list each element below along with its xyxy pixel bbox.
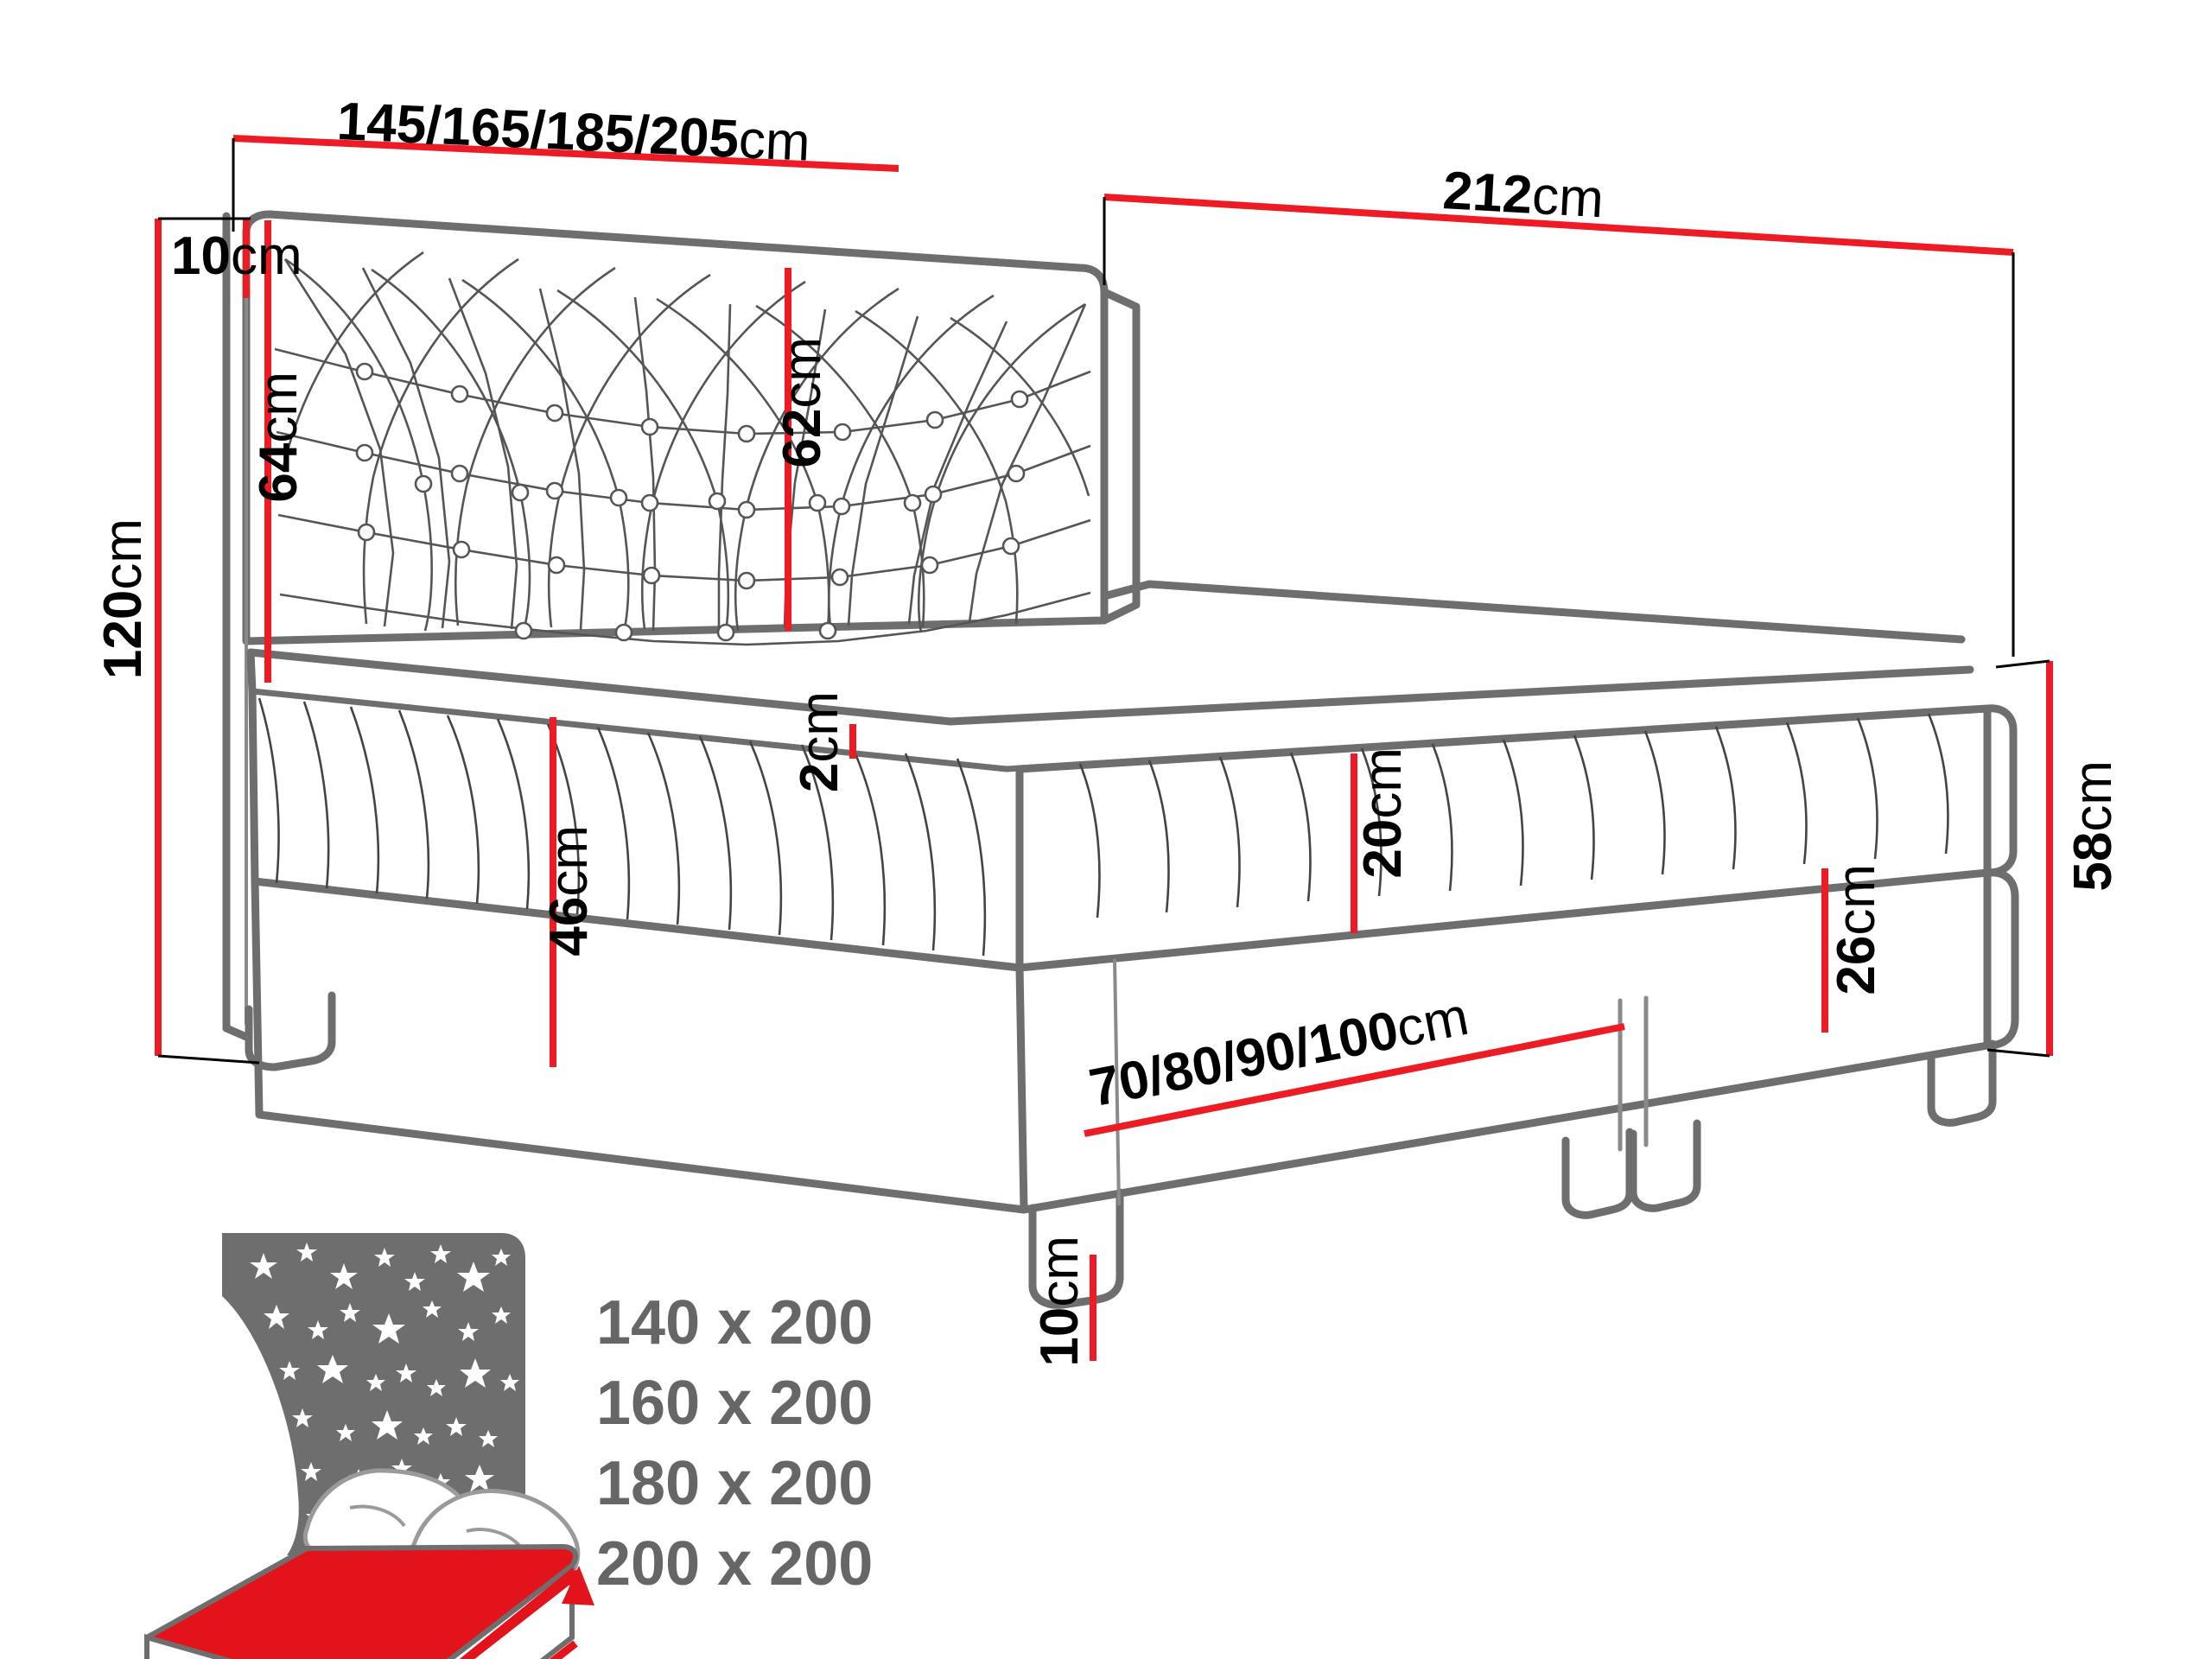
mattress-side-right xyxy=(446,1560,575,1659)
dimline-bed-length xyxy=(1103,194,2014,256)
label-leg-height: 10cm xyxy=(1030,1236,1090,1367)
mattress-outline-top xyxy=(145,1543,578,1640)
base-corner-right xyxy=(1983,868,2019,1050)
label-mattress-thickness: 20cm xyxy=(1353,747,1413,879)
night-sky-panel xyxy=(222,1233,525,1555)
base-detail-lines xyxy=(1113,958,1121,1206)
headboard-foot-left xyxy=(245,991,336,1071)
dimension-lines-red xyxy=(155,135,2053,1361)
bed-geometry xyxy=(222,210,2019,1309)
unit-cm: cm xyxy=(1530,165,1605,230)
mattress-red-edge xyxy=(461,1569,582,1659)
extension-lines xyxy=(157,138,2050,1065)
leg-right-b xyxy=(1629,1119,1701,1212)
label-headboard-top-gap: 10cm xyxy=(171,226,302,286)
mattress-right-face xyxy=(1015,704,1992,972)
unit-cm: cm xyxy=(2063,760,2123,832)
label-mattress-to-floor: 46cm xyxy=(539,825,599,957)
label-bed-length: 212cm xyxy=(1441,161,1605,230)
unit-cm: cm xyxy=(737,110,812,173)
dimline-headboard-width xyxy=(232,135,899,172)
sheet-curve xyxy=(222,1296,299,1555)
mattress-front-face xyxy=(248,687,1024,972)
mattress-top-red-2 xyxy=(147,1548,562,1659)
unit-cm: cm xyxy=(249,372,308,443)
label-headboard-left-height: 64cm xyxy=(249,372,308,503)
unit-cm: cm xyxy=(539,825,599,897)
legend-size-3: 200 x 200 xyxy=(596,1529,874,1599)
mattress-legend-icon xyxy=(144,1233,594,1659)
unit-cm: cm xyxy=(93,518,153,590)
topper-left-front xyxy=(246,648,257,696)
quilt-buttons xyxy=(355,362,1029,642)
mattress-side-left xyxy=(144,1634,232,1659)
unit-cm: cm xyxy=(1030,1236,1090,1307)
headboard-quilt-pattern xyxy=(274,251,1091,646)
label-topper-thickness: 2cm xyxy=(790,691,849,793)
legend-size-1: 160 x 200 xyxy=(596,1369,874,1438)
label-box-total-height: 58cm xyxy=(2063,760,2123,892)
unit-cm: cm xyxy=(1353,747,1413,819)
mattress-ribs xyxy=(257,697,1949,957)
label-total-height: 120cm xyxy=(93,518,153,680)
unit-cm: cm xyxy=(1827,864,1886,936)
unit-cm: cm xyxy=(230,226,302,286)
unit-cm: cm xyxy=(772,337,832,409)
legend-size-0: 140 x 200 xyxy=(596,1288,874,1357)
bed-top-rail xyxy=(1100,580,1966,644)
mattress-block xyxy=(144,1543,578,1659)
label-headboard-right-height: 62cm xyxy=(772,337,832,468)
topper-top-surface xyxy=(246,648,1974,726)
leg-far-right xyxy=(1927,1039,1997,1127)
headboard-side-extension xyxy=(1100,288,1141,625)
label-base-height: 26cm xyxy=(1827,864,1886,995)
leg-right-a xyxy=(1561,1128,1634,1219)
legend-size-2: 180 x 200 xyxy=(596,1449,874,1518)
unit-cm: cm xyxy=(790,691,849,763)
headboard-left-edge xyxy=(222,212,251,1041)
dimline-drawer-width xyxy=(1084,1023,1625,1137)
leg-front-left xyxy=(1028,1188,1124,1309)
arrowheads xyxy=(562,1566,594,1605)
base-front-face xyxy=(251,877,1028,1214)
